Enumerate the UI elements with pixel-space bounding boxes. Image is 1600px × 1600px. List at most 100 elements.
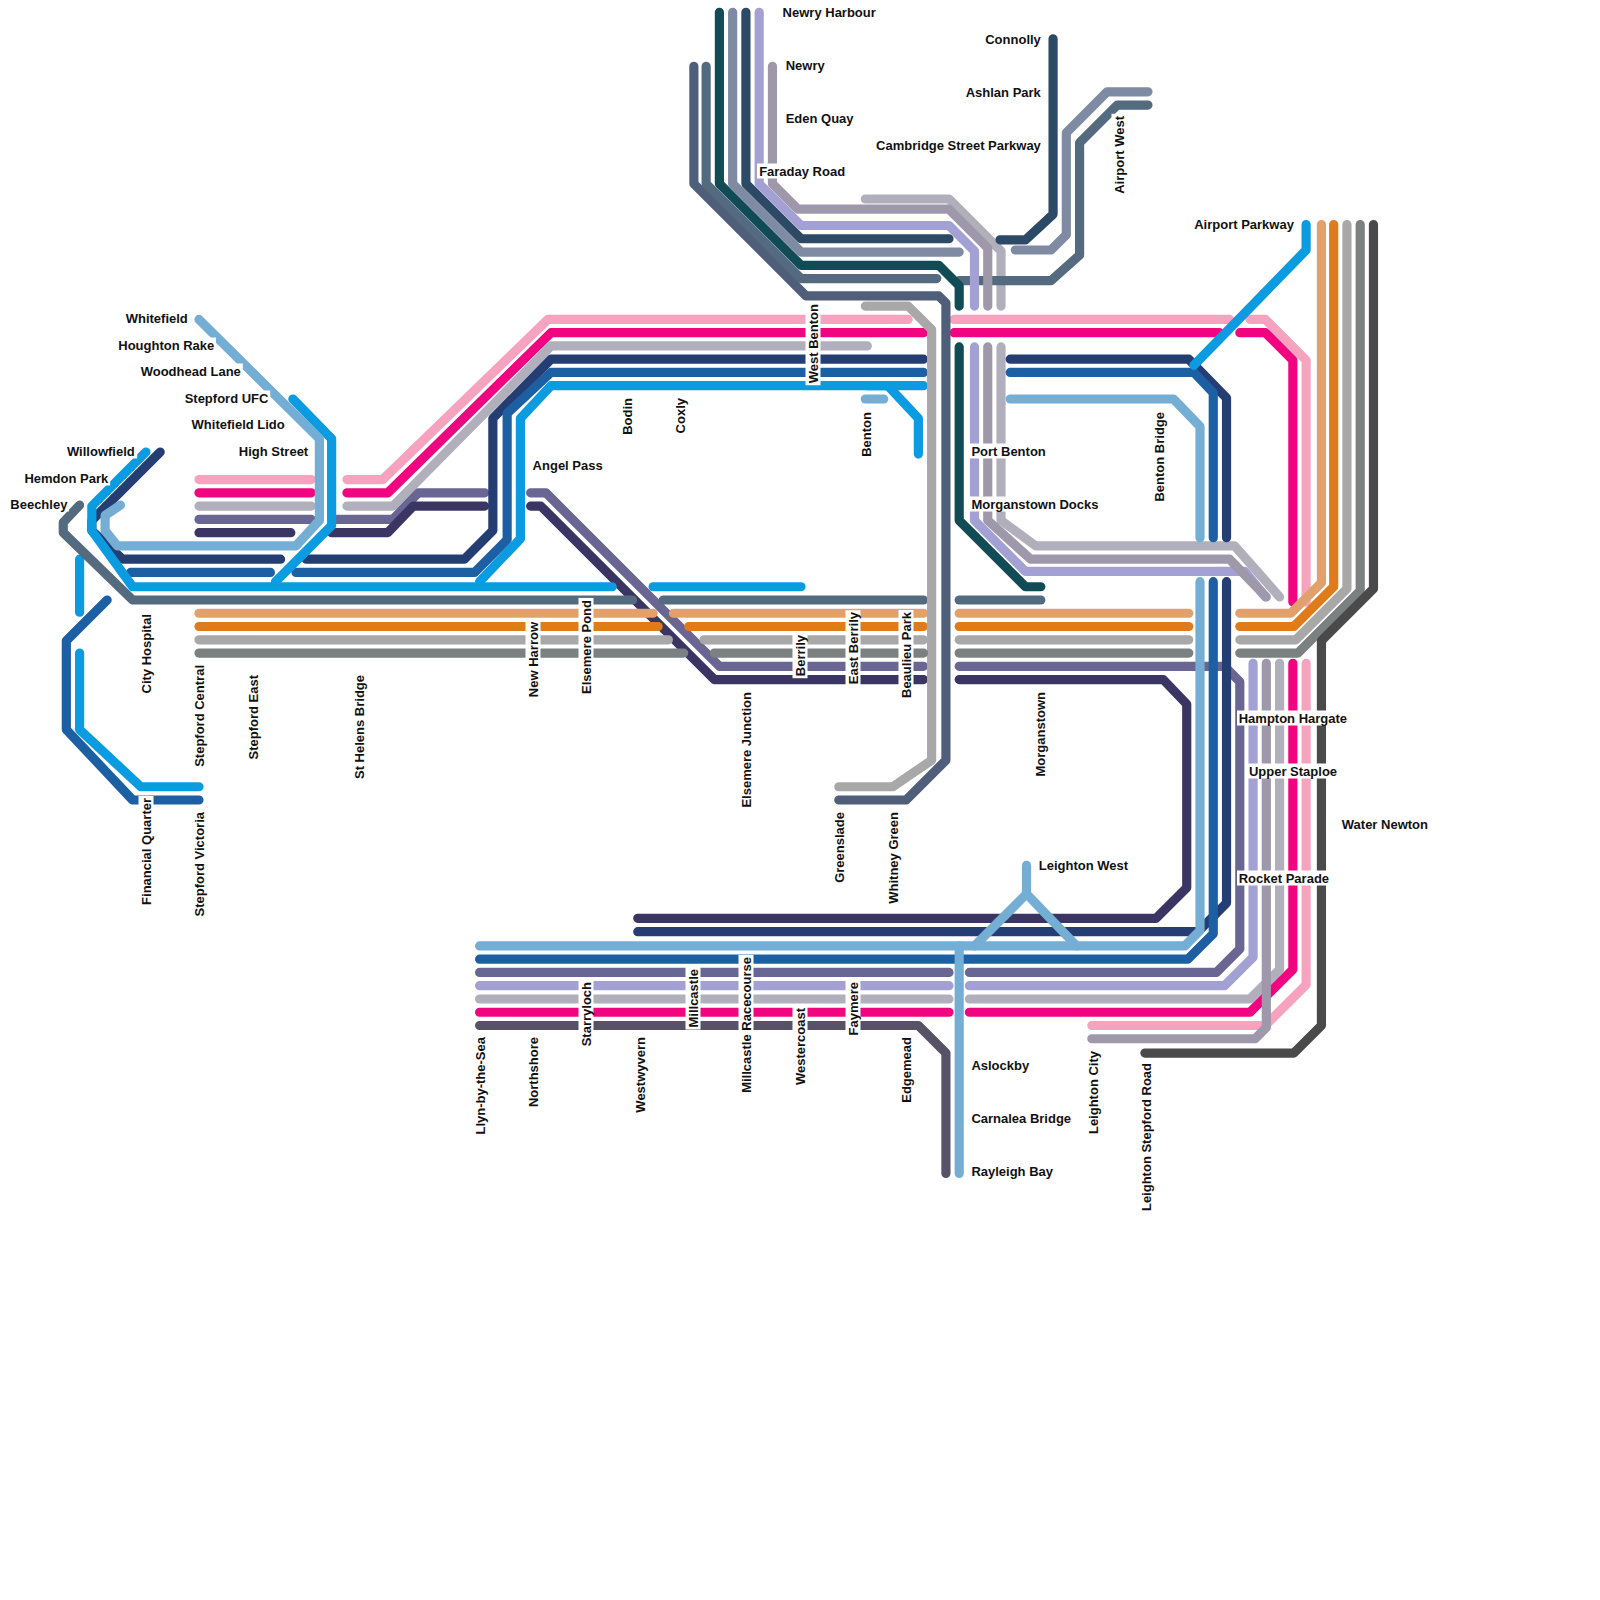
station-label: Berrily bbox=[793, 633, 808, 678]
transit-line bbox=[689, 622, 924, 631]
station-label: Water Newton bbox=[1340, 817, 1430, 832]
transit-line bbox=[974, 865, 1026, 946]
station-label: Ashlan Park bbox=[964, 84, 1043, 99]
station-label: Bodin bbox=[619, 396, 634, 437]
station-label: Elsemere Pond bbox=[578, 598, 593, 696]
station-label: Edgemead bbox=[899, 1035, 914, 1105]
station-label: Faraday Road bbox=[757, 164, 847, 179]
station-label: New Harrow bbox=[525, 620, 540, 699]
station-label: Millcastle bbox=[685, 967, 700, 1030]
station-label: Stepford Victoria bbox=[191, 810, 206, 919]
transit-line bbox=[199, 488, 311, 497]
station-label: Whitefield bbox=[124, 311, 190, 326]
transit-line bbox=[959, 648, 1189, 657]
station-label: Angel Pass bbox=[531, 458, 605, 473]
transit-line bbox=[673, 609, 923, 618]
station-label: Llyn-by-the-Sea bbox=[472, 1035, 487, 1137]
station-label: Starryloch bbox=[578, 980, 593, 1048]
transit-line bbox=[706, 66, 937, 278]
station-label: Leighton Stepford Road bbox=[1138, 1061, 1153, 1213]
transit-line bbox=[653, 582, 801, 591]
transit-line bbox=[480, 968, 949, 977]
station-label: Morganstown bbox=[1032, 690, 1047, 779]
station-label: Carnalea Bridge bbox=[969, 1111, 1073, 1126]
transit-line bbox=[480, 1008, 949, 1017]
transit-line bbox=[199, 502, 311, 511]
station-label: East Berrily bbox=[846, 610, 861, 686]
transit-line bbox=[865, 394, 883, 403]
transit-line bbox=[955, 946, 964, 1174]
transit-line bbox=[105, 319, 319, 546]
transit-line bbox=[969, 663, 1253, 985]
transit-line bbox=[199, 648, 684, 657]
station-label: West Benton bbox=[806, 302, 821, 385]
transit-line bbox=[480, 994, 949, 1003]
transit-line bbox=[199, 515, 311, 524]
transit-line bbox=[714, 648, 923, 657]
transit-line bbox=[63, 505, 632, 600]
station-label: Rocket Parade bbox=[1237, 870, 1331, 885]
transit-line bbox=[959, 595, 1041, 604]
transit-line bbox=[66, 600, 199, 800]
transit-line bbox=[1027, 894, 1077, 946]
transit-line bbox=[199, 635, 668, 644]
transit-line bbox=[332, 506, 485, 533]
station-label: Leighton West bbox=[1037, 858, 1130, 873]
station-label: Aslockby bbox=[969, 1058, 1031, 1073]
station-label: Greenslade bbox=[831, 810, 846, 885]
transit-line bbox=[988, 347, 1267, 597]
station-label: Coxly bbox=[672, 396, 687, 435]
station-label: Stepford East bbox=[246, 673, 261, 762]
station-label: Whitefield Lido bbox=[190, 417, 287, 432]
transit-line bbox=[480, 582, 1214, 960]
transit-line bbox=[663, 595, 923, 604]
transit-line bbox=[839, 306, 932, 787]
station-label: Houghton Rake bbox=[116, 337, 216, 352]
transit-line bbox=[1145, 224, 1374, 1053]
transit-line bbox=[92, 452, 612, 587]
station-label: Airport Parkway bbox=[1192, 217, 1296, 232]
transit-line bbox=[772, 66, 987, 306]
transit-line bbox=[199, 528, 291, 537]
station-label: Hemdon Park bbox=[22, 470, 110, 485]
station-label: Newry bbox=[784, 58, 827, 73]
station-label: St Helens Bridge bbox=[352, 673, 367, 781]
station-label: Upper Staploe bbox=[1247, 764, 1339, 779]
transit-line bbox=[959, 609, 1189, 618]
station-label: Millcastle Racecourse bbox=[738, 955, 753, 1095]
station-label: Rayleigh Bay bbox=[969, 1164, 1055, 1179]
station-label: Leighton City bbox=[1085, 1049, 1100, 1136]
transit-line bbox=[1240, 224, 1347, 639]
station-label: Eden Quay bbox=[784, 111, 856, 126]
transit-line bbox=[1194, 224, 1306, 365]
station-label: High Street bbox=[237, 444, 310, 459]
station-label: Northshore bbox=[525, 1035, 540, 1109]
transit-line bbox=[480, 582, 1200, 946]
station-label: Newry Harbour bbox=[781, 5, 878, 20]
station-label: Airport West bbox=[1112, 114, 1127, 196]
station-label: Connolly bbox=[983, 31, 1043, 46]
station-label: Westwyvern bbox=[632, 1035, 647, 1115]
station-label: Elsemere Junction bbox=[738, 690, 753, 810]
transit-line bbox=[199, 475, 311, 484]
station-label: Benton Bridge bbox=[1152, 410, 1167, 504]
station-label: Port Benton bbox=[969, 444, 1047, 459]
station-label: Stepford UFC bbox=[183, 390, 271, 405]
transit-line bbox=[131, 568, 271, 577]
transit-line bbox=[959, 635, 1189, 644]
transit-line bbox=[296, 372, 924, 572]
transit-line bbox=[704, 635, 923, 644]
station-label: Morganstown Docks bbox=[969, 497, 1100, 512]
transit-line bbox=[1240, 224, 1322, 613]
station-label: Beaulieu Park bbox=[899, 610, 914, 700]
station-label: Hampton Hargate bbox=[1237, 711, 1349, 726]
station-label: Westercoast bbox=[793, 1006, 808, 1087]
station-label: Cambridge Street Parkway bbox=[874, 137, 1043, 152]
transit-line bbox=[954, 315, 1230, 324]
station-label: Faymere bbox=[846, 980, 861, 1037]
transit-line bbox=[480, 1026, 946, 1174]
station-label: Benton bbox=[859, 410, 874, 459]
station-label: City Hospital bbox=[138, 612, 153, 695]
